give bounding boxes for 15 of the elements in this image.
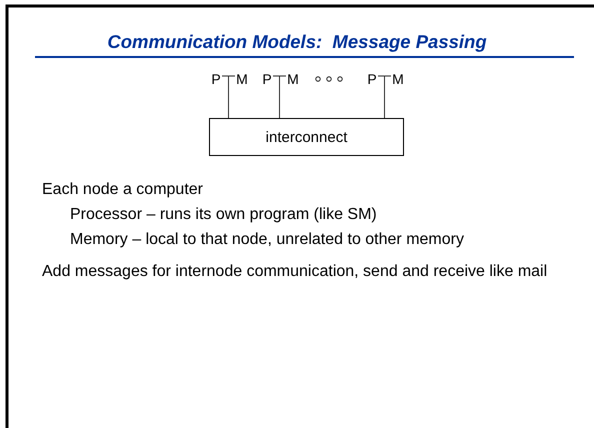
interconnect-box: interconnect — [209, 118, 404, 156]
node-label: P — [261, 71, 273, 87]
node-label: P — [366, 71, 378, 87]
connector-line — [384, 76, 385, 118]
body-text: Memory – local to that node, unrelated to other memory — [70, 230, 465, 249]
body-text: Add messages for internode communication, send and receive like mail — [42, 262, 548, 282]
body-text: Processor – runs its own program (like SM) — [70, 205, 378, 224]
connector-line — [279, 76, 280, 118]
body-text: Each node a computer — [42, 180, 204, 199]
connector-line — [228, 76, 229, 118]
node-label: M — [286, 71, 300, 87]
slide-title: Communication Models: Message Passing — [106, 31, 488, 53]
node-label: M — [391, 71, 405, 87]
node-label: M — [235, 71, 249, 87]
node-label: P — [210, 71, 222, 87]
